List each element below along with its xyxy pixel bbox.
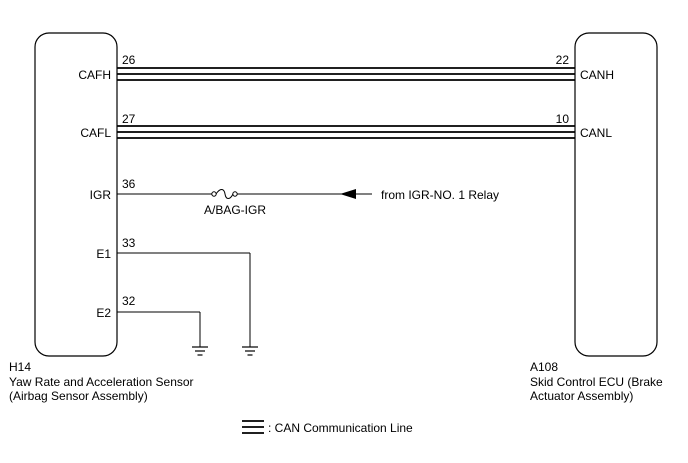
ground-icon-e1 (242, 346, 258, 356)
pin-number-27: 27 (122, 112, 136, 126)
can-low-line (117, 125, 575, 139)
arrow-icon (340, 189, 356, 199)
pin-number-36: 36 (122, 177, 136, 191)
power-source-label: from IGR-NO. 1 Relay (381, 188, 499, 202)
e2-ground-wire (117, 311, 201, 347)
pin-number-33: 33 (122, 236, 136, 250)
skid-control-ecu-box (574, 32, 658, 357)
can-high-line (117, 67, 575, 81)
fuse-icon (211, 189, 238, 199)
signal-label-cafl: CAFL (80, 126, 111, 140)
pin-number-26: 26 (122, 53, 136, 67)
signal-label-e1: E1 (96, 247, 111, 261)
pin-number-10: 10 (556, 112, 570, 126)
right-component-name-line2: Actuator Assembly) (530, 389, 633, 403)
legend-label: : CAN Communication Line (268, 421, 413, 435)
right-component-name-line1: Skid Control ECU (Brake (530, 375, 663, 389)
pin-number-32: 32 (122, 294, 136, 308)
fuse-label: A/BAG-IGR (204, 203, 266, 217)
signal-label-e2: E2 (96, 306, 111, 320)
can-line-legend-icon (242, 420, 264, 434)
left-component-name-line1: Yaw Rate and Acceleration Sensor (9, 375, 194, 389)
left-component-code: H14 (9, 360, 31, 374)
signal-label-canl: CANL (580, 126, 612, 140)
signal-label-igr: IGR (90, 188, 112, 202)
ground-icon-e2 (192, 346, 208, 356)
right-component-code: A108 (530, 360, 558, 374)
e1-ground-wire (117, 252, 251, 347)
left-component-name-line2: (Airbag Sensor Assembly) (9, 389, 148, 403)
signal-label-cafh: CAFH (78, 68, 111, 82)
signal-label-canh: CANH (580, 68, 614, 82)
pin-number-22: 22 (556, 53, 570, 67)
